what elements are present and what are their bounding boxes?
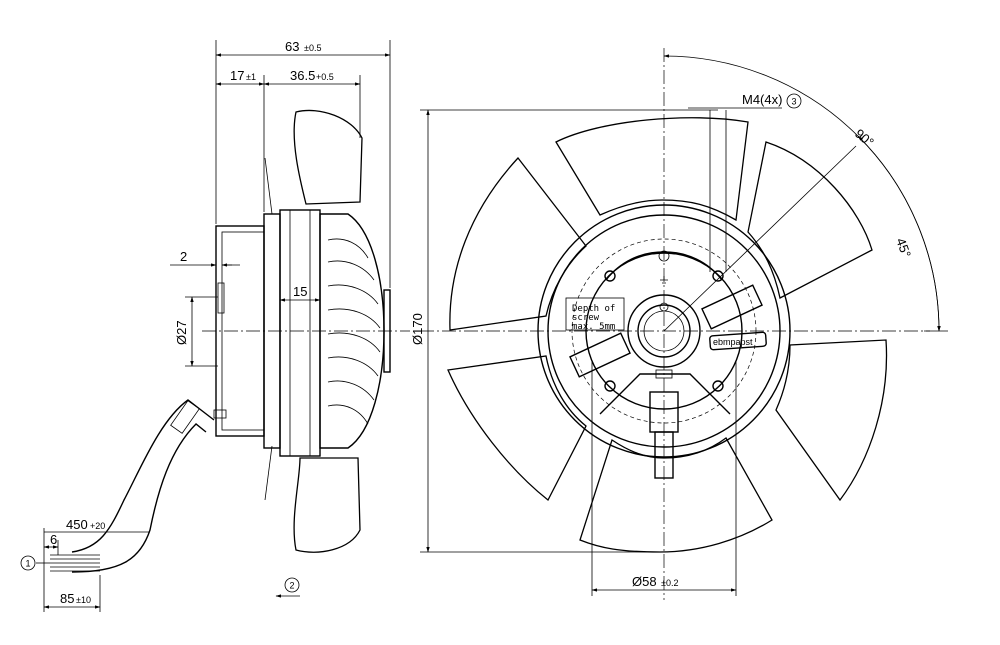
side-blade-bottom [293, 457, 361, 553]
dim-flange-depth-tol: ±1 [246, 72, 256, 82]
dim-cable-length: 450 [66, 517, 88, 532]
note-screw-line3: max. 5mm [572, 322, 615, 332]
dim-overall-depth-tol: ±0.5 [304, 43, 321, 53]
callout-2-label: 2 [290, 581, 295, 591]
dim-motor-depth: 36.5 [290, 68, 315, 83]
dim-overall-depth: 63 [285, 39, 299, 54]
front-blades [447, 117, 888, 553]
dim-flange-depth: 17 [230, 68, 244, 83]
dim-bolt-circle-tol: ±0.2 [661, 578, 678, 588]
side-view: 63 ±0.5 17 ±1 36.5 +0.5 2 15 Ø27 450 +20… [20, 39, 410, 612]
front-view: Depth of screw max. 5mm ebmpapst Ø170 Ø5… [410, 48, 948, 600]
callout-1-label: 1 [26, 559, 31, 569]
dim-fan-diameter: Ø170 [410, 313, 425, 345]
dim-lead-length: 85 [60, 591, 74, 606]
side-blade-top [293, 109, 363, 205]
dim-bolt-circle: Ø58 [632, 574, 657, 589]
dim-shaft-diameter: Ø27 [174, 320, 189, 345]
dim-motor-depth-tol: +0.5 [316, 72, 334, 82]
callout-1-circle [20, 555, 36, 571]
note-screw-line1: Depth of [572, 304, 615, 314]
rotor-fins [327, 238, 381, 425]
dim-strip-length: 6 [50, 532, 57, 547]
dim-hub-width: 15 [293, 284, 307, 299]
wire-leads [50, 554, 100, 572]
cable [71, 399, 215, 553]
callout-3-label: 3 [792, 97, 797, 107]
dim-angle-45: 45° [893, 236, 914, 260]
dim-cable-length-tol: +20 [90, 521, 105, 531]
dim-lead-length-tol: ±10 [76, 595, 91, 605]
note-screw-line2: screw [572, 313, 600, 323]
dim-gap: 2 [180, 249, 187, 264]
brand-label: ebmpapst [713, 337, 753, 347]
dim-thread: M4(4x) [742, 92, 782, 107]
callout-2-circle [284, 577, 300, 593]
